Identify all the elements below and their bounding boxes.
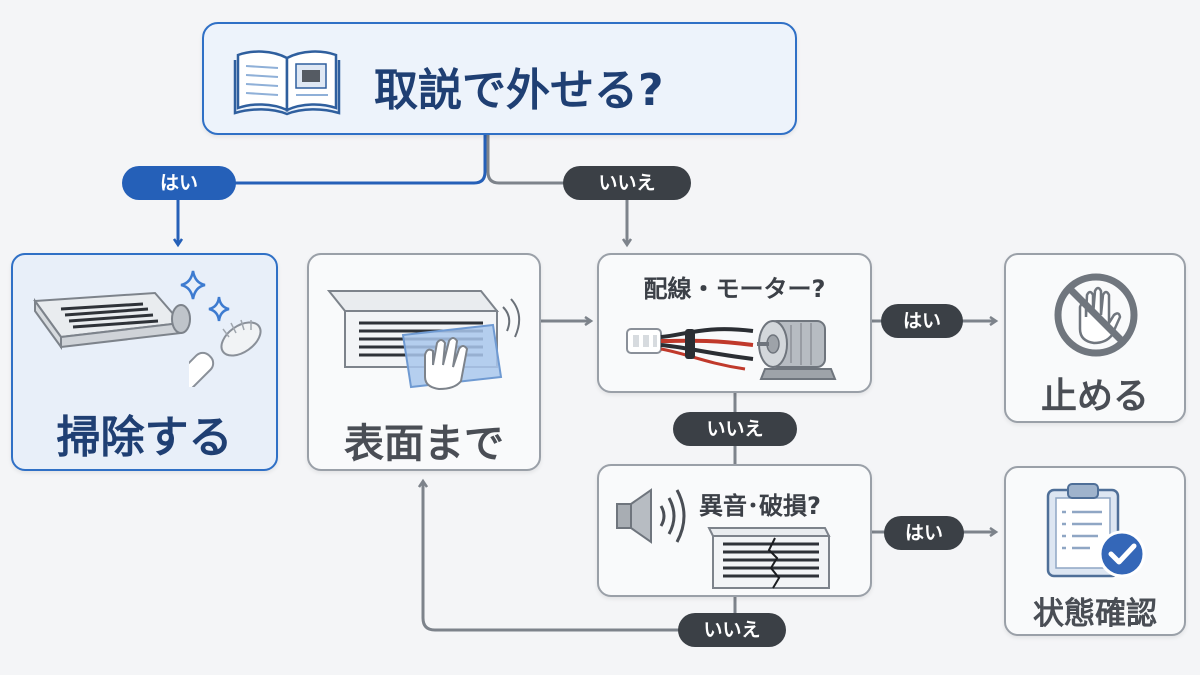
clipboard-check-icon	[1046, 483, 1146, 578]
brush-icon	[189, 319, 262, 387]
question-label-main: 取説で外せる?	[374, 65, 664, 116]
stop-hand-icon	[1054, 273, 1138, 357]
action-node-surface: 表面まで	[307, 253, 541, 471]
edge-main-yes	[178, 135, 487, 244]
yes-badge-main: はい	[122, 166, 236, 200]
action-label-clean: 掃除する	[56, 412, 233, 463]
motor-icon	[757, 320, 837, 380]
open-book-icon	[233, 50, 341, 116]
no-badge-main: いいえ	[563, 166, 691, 200]
yes-badge-wiring: はい	[881, 304, 963, 338]
action-label-stop: 止める	[1040, 376, 1149, 417]
no-badge-wiring: いいえ	[673, 412, 797, 446]
cable-connector-icon	[626, 327, 754, 371]
question-label-noise: 異音･破損?	[699, 492, 821, 520]
question-label-wiring: 配線・モーター?	[643, 275, 826, 303]
question-node-wiring: 配線・モーター?	[597, 253, 872, 393]
cracked-vent-icon	[707, 527, 831, 589]
speaker-icon	[616, 488, 686, 544]
action-label-surface: 表面まで	[344, 421, 504, 467]
wiping-hand-icon	[326, 290, 521, 390]
question-node-main: 取説で外せる?	[202, 22, 797, 135]
question-node-noise: 異音･破損?	[597, 464, 872, 597]
action-node-stop: 止める	[1004, 253, 1186, 423]
action-node-check: 状態確認	[1004, 466, 1186, 636]
ventilation-fan-icon	[33, 291, 191, 351]
no-badge-noise: いいえ	[678, 613, 786, 647]
action-node-clean: 掃除する	[11, 253, 278, 471]
edge-main-no	[486, 135, 627, 244]
sparkle-icon	[180, 270, 230, 322]
yes-badge-noise: はい	[884, 516, 964, 550]
action-label-check: 状態確認	[1033, 596, 1157, 632]
